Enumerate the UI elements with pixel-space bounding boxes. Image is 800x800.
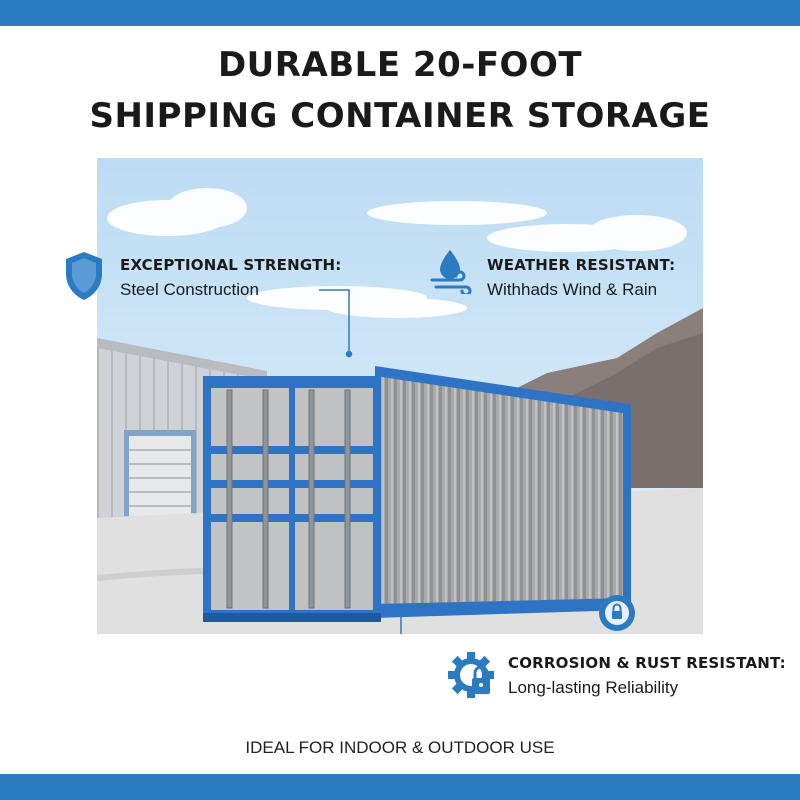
feature-weather: WEATHER RESISTANT: Withhads Wind & Rain bbox=[487, 256, 675, 300]
feature-weather-heading: WEATHER RESISTANT: bbox=[487, 256, 676, 274]
shipping-container bbox=[203, 366, 631, 622]
feature-corrosion-detail: Long-lasting Reliability bbox=[508, 678, 679, 697]
gear-lock-badge-icon bbox=[599, 595, 635, 631]
shield-icon bbox=[66, 252, 102, 300]
footer-tagline: IDEAL FOR INDOOR & OUTDOOR USE bbox=[245, 738, 555, 757]
page-title-line-2: SHIPPING CONTAINER STORAGE bbox=[89, 96, 711, 136]
top-accent-band bbox=[0, 0, 800, 26]
feature-strength: EXCEPTIONAL STRENGTH: Steel Construction bbox=[120, 256, 341, 300]
feature-corrosion: CORROSION & RUST RESISTANT: Long-lasting… bbox=[508, 654, 786, 698]
bottom-accent-band bbox=[0, 774, 800, 800]
water-drop-wind-icon bbox=[430, 250, 472, 294]
clouds bbox=[107, 188, 687, 318]
feature-strength-detail: Steel Construction bbox=[120, 280, 259, 299]
feature-strength-heading: EXCEPTIONAL STRENGTH: bbox=[120, 256, 342, 274]
feature-corrosion-heading: CORROSION & RUST RESISTANT: bbox=[508, 654, 786, 672]
gear-lock-icon bbox=[448, 652, 494, 698]
feature-weather-detail: Withhads Wind & Rain bbox=[487, 280, 658, 299]
page-title-line-1: DURABLE 20-FOOT bbox=[217, 45, 583, 85]
container-illustration bbox=[97, 158, 703, 634]
callout-leaders bbox=[319, 289, 402, 634]
